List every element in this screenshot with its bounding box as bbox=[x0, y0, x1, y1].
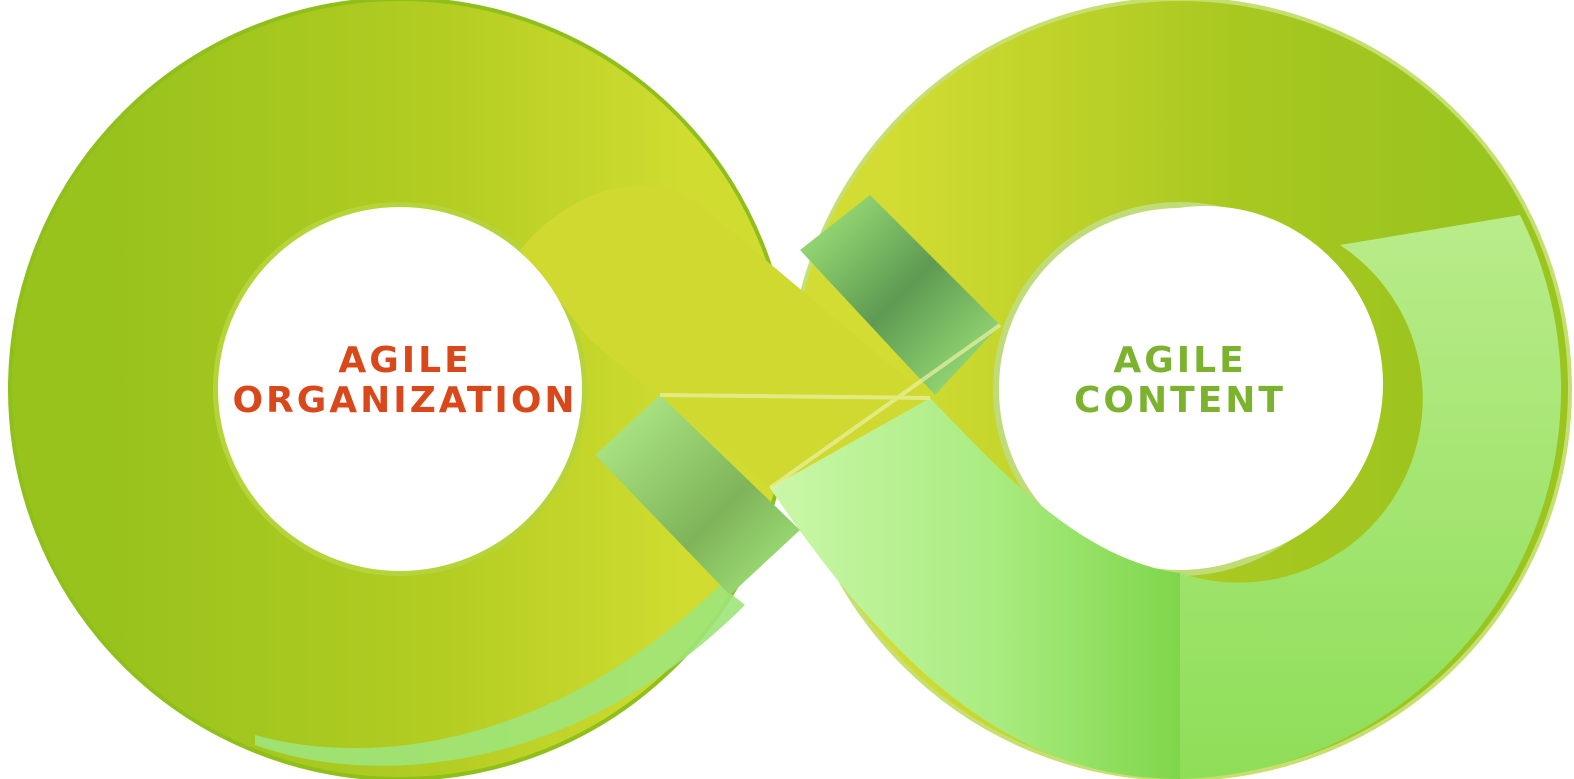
right-loop-lower-sweep bbox=[770, 398, 1180, 779]
crossing-shadow-upper bbox=[800, 195, 1000, 395]
agile-organization-label: AGILE ORGANIZATION bbox=[215, 341, 595, 421]
agile-content-label: AGILE CONTENT bbox=[1040, 341, 1320, 421]
crossing-edge-highlight bbox=[659, 323, 1002, 490]
agile-content-label-line1: AGILE bbox=[1113, 340, 1247, 381]
left-loop-highlight-strip bbox=[255, 585, 745, 766]
agile-organization-label-line2: ORGANIZATION bbox=[232, 380, 578, 421]
right-loop-light-section bbox=[1180, 215, 1562, 779]
crossing-band-upper bbox=[520, 185, 930, 488]
crossing-shadow-lower bbox=[595, 395, 800, 595]
agile-content-label-line2: CONTENT bbox=[1074, 380, 1286, 421]
agile-organization-label-line1: AGILE bbox=[338, 340, 472, 381]
left-loop-hole bbox=[218, 207, 582, 571]
right-loop-hole bbox=[1027, 206, 1383, 562]
